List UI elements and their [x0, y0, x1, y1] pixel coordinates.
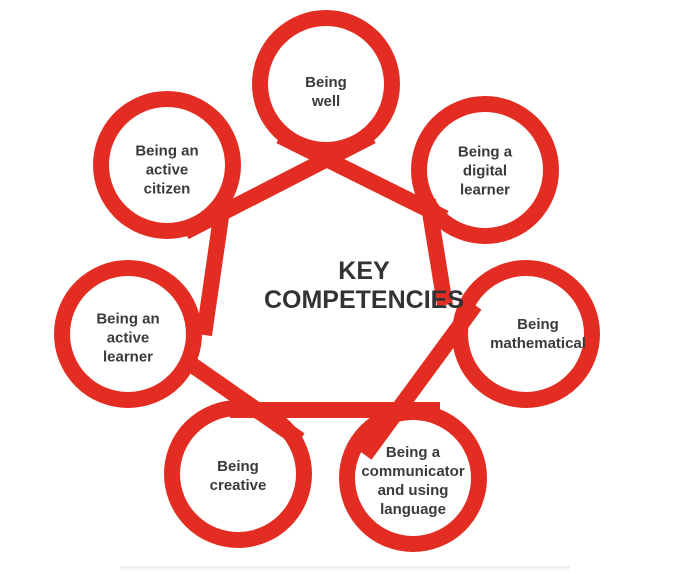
bottom-shadow [120, 566, 570, 572]
loop-active-citizen [93, 91, 241, 239]
diagram-title: KEY COMPETENCIES [263, 257, 465, 314]
ribbon-strand [196, 208, 230, 337]
label-communicator: Being a communicator and using language [361, 444, 465, 518]
label-active-learner: Being an active learner [96, 310, 160, 366]
label-mathematical: Being mathematical [490, 316, 586, 352]
loop-active-learner [54, 260, 202, 408]
label-being-well: Being well [305, 74, 347, 110]
label-creative: Being creative [209, 458, 267, 494]
label-digital-learner: Being a digital learner [457, 143, 513, 199]
label-active-citizen: Being an active citizen [135, 142, 199, 198]
loop-mathematical [452, 260, 600, 408]
loop-being-well [252, 10, 400, 158]
loop-digital-learner [411, 96, 559, 244]
loop-communicator [339, 404, 487, 552]
loop-creative [164, 400, 312, 548]
